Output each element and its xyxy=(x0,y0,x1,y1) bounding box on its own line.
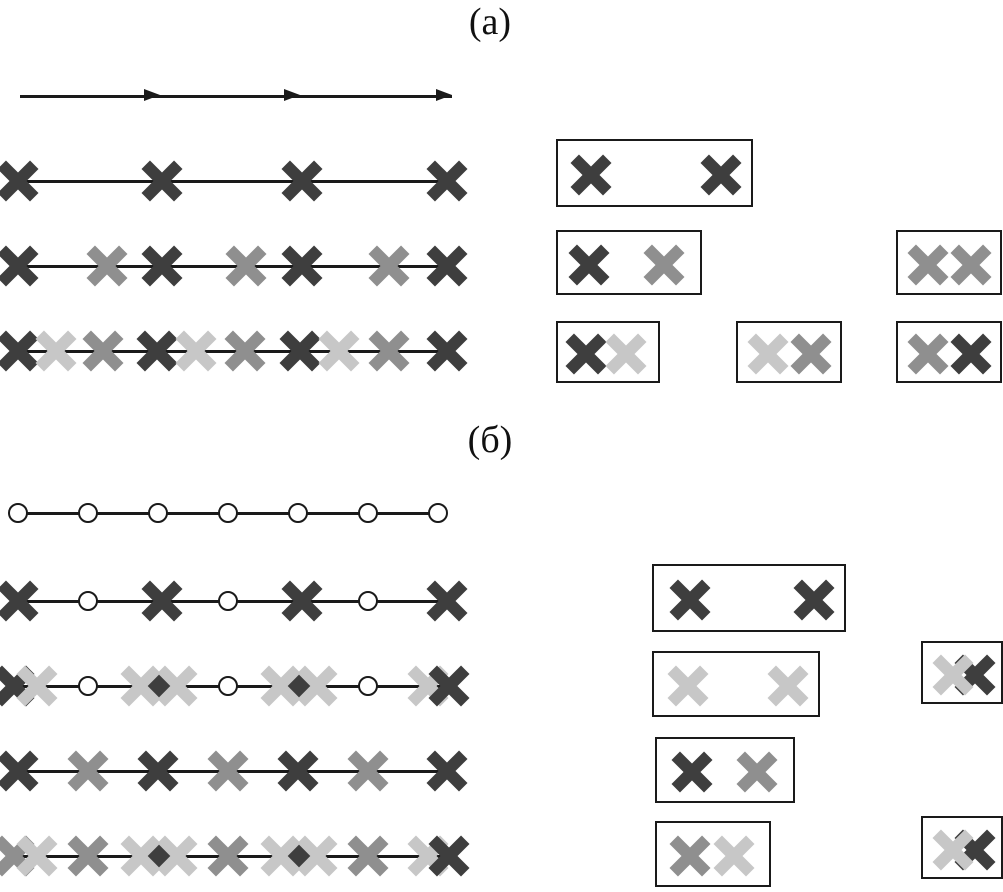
cross-marker-dark xyxy=(568,243,610,286)
cross-marker-mid xyxy=(950,243,992,286)
cross-marker-dark xyxy=(426,750,468,792)
arrow-shaft xyxy=(20,95,452,98)
node-circle xyxy=(8,503,28,523)
row-a1-line xyxy=(16,180,448,183)
cross-marker-light xyxy=(16,835,58,877)
cross-marker-mid xyxy=(907,243,949,286)
node-circle xyxy=(288,503,308,523)
cross-marker-dark xyxy=(669,579,711,621)
cross-marker-dark xyxy=(141,160,183,202)
box-b4 xyxy=(655,737,795,803)
cross-marker-mid xyxy=(643,243,685,286)
cross-marker-mid xyxy=(347,835,389,877)
box-b1 xyxy=(652,564,846,632)
cross-marker-dark xyxy=(281,580,323,622)
cross-marker-dark xyxy=(565,333,607,375)
cross-marker-mid xyxy=(907,333,949,375)
cross-marker-dark xyxy=(671,751,713,793)
node-circle xyxy=(78,676,98,696)
cross-marker-mid xyxy=(67,750,109,792)
cross-marker-dark xyxy=(0,160,39,202)
node-circle xyxy=(358,591,378,611)
cross-marker-mid xyxy=(669,835,711,877)
cross-marker-dark xyxy=(950,333,992,375)
cross-marker-dark xyxy=(426,580,468,622)
cross-marker-dark xyxy=(0,580,39,622)
cross-marker-light xyxy=(767,665,809,707)
node-circle xyxy=(358,676,378,696)
cross-marker-mid xyxy=(207,750,249,792)
row-a3-line xyxy=(16,350,448,353)
cross-marker-dark xyxy=(426,330,468,372)
cross-marker-mid xyxy=(82,330,124,372)
cross-marker-mid xyxy=(790,333,832,375)
cross-marker-dark xyxy=(570,154,612,196)
node-circle xyxy=(148,503,168,523)
cross-marker-dark xyxy=(281,245,323,287)
box-a4 xyxy=(556,321,660,383)
node-circle xyxy=(78,503,98,523)
node-circle xyxy=(358,503,378,523)
node-circle xyxy=(218,676,238,696)
cross-marker-dark xyxy=(277,750,319,792)
cross-marker-light xyxy=(667,665,709,707)
cross-marker-dark xyxy=(793,579,835,621)
cross-marker-light xyxy=(605,333,647,375)
box-a5 xyxy=(736,321,842,383)
cross-marker-mid xyxy=(225,245,267,287)
cross-marker-dark xyxy=(0,245,39,287)
cross-marker-mid xyxy=(368,245,410,287)
box-a1 xyxy=(556,139,753,207)
cross-marker-light xyxy=(932,653,974,696)
cross-marker-dark xyxy=(136,330,178,372)
cross-marker-dark xyxy=(279,330,321,372)
box-a6 xyxy=(896,321,1002,383)
row-a2-line xyxy=(16,265,448,268)
node-circle xyxy=(78,591,98,611)
cross-marker-dark xyxy=(426,160,468,202)
node-circle xyxy=(428,503,448,523)
box-b3 xyxy=(921,641,1003,704)
cross-marker-dark xyxy=(141,580,183,622)
cross-marker-dark xyxy=(426,245,468,287)
box-b6 xyxy=(921,816,1003,879)
node-circle xyxy=(218,591,238,611)
cross-marker-dark xyxy=(428,835,470,877)
arrowhead-icon xyxy=(436,89,452,101)
cross-marker-dark xyxy=(141,245,183,287)
cross-marker-dark xyxy=(0,750,39,792)
cross-marker-light xyxy=(932,828,974,871)
cross-marker-dark xyxy=(428,665,470,707)
node-circle xyxy=(218,503,238,523)
panel-a-label: (а) xyxy=(468,1,512,43)
cross-marker-mid xyxy=(368,330,410,372)
box-a2 xyxy=(556,230,702,295)
box-b5 xyxy=(655,821,771,887)
cross-marker-dark xyxy=(700,154,742,196)
cross-marker-mid xyxy=(224,330,266,372)
cross-marker-light xyxy=(175,330,217,372)
arrowhead-icon xyxy=(144,89,160,101)
cross-marker-dark xyxy=(0,330,39,372)
cross-marker-mid xyxy=(207,835,249,877)
cross-marker-dark xyxy=(137,750,179,792)
panel-b-label: (б) xyxy=(467,419,513,461)
cross-marker-light xyxy=(16,665,58,707)
box-b2 xyxy=(652,651,820,717)
cross-marker-mid xyxy=(67,835,109,877)
cross-marker-light xyxy=(35,330,77,372)
arrowhead-icon xyxy=(284,89,300,101)
cross-marker-mid xyxy=(86,245,128,287)
cross-marker-light xyxy=(318,330,360,372)
cross-marker-light xyxy=(747,333,789,375)
cross-marker-mid xyxy=(736,751,778,793)
cross-marker-light xyxy=(713,835,755,877)
box-a3 xyxy=(896,230,1002,295)
cross-marker-dark xyxy=(281,160,323,202)
cross-marker-mid xyxy=(347,750,389,792)
